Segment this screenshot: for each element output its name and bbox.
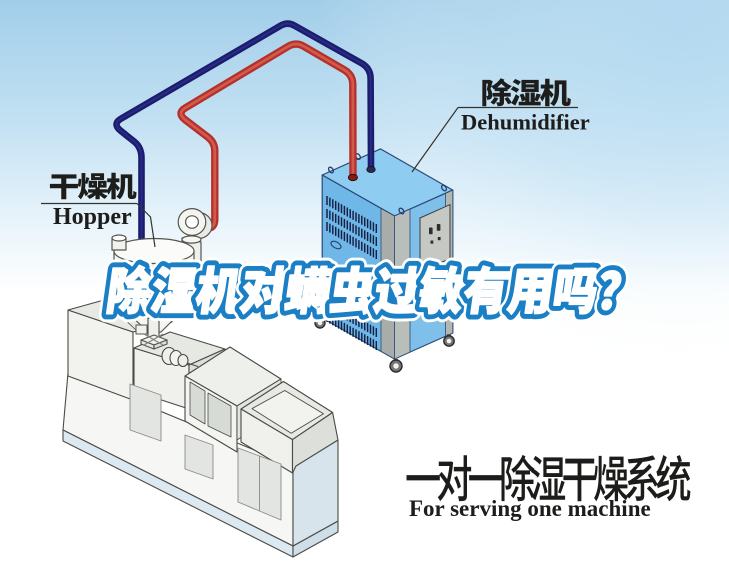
svg-text:For serving one machine: For serving one machine — [409, 496, 651, 521]
svg-text:Hopper: Hopper — [53, 204, 132, 230]
svg-text:Dehumidifier: Dehumidifier — [461, 110, 590, 135]
